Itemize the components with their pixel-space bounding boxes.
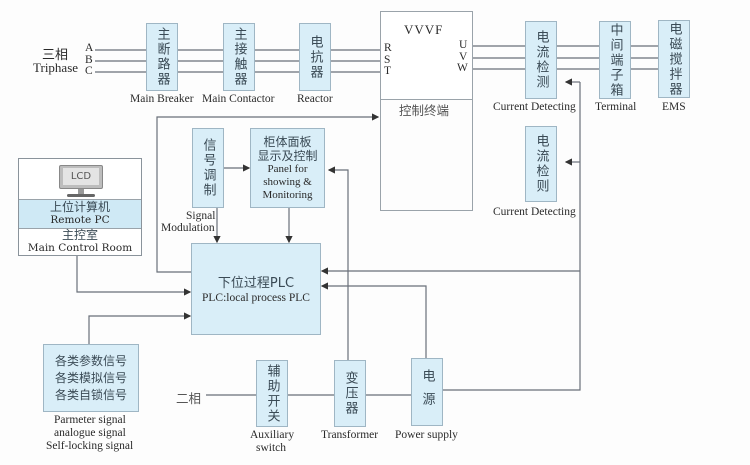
lcd-monitor-icon: LCD (59, 165, 103, 199)
main-control-room-cn: 主控室 (61, 228, 98, 242)
main-breaker-cn: 主断路器 (154, 27, 170, 87)
remote-pc-cn: 上位计算机 (49, 200, 110, 214)
signals-en-2: analogue signal (54, 427, 126, 439)
phase-c-label: C (85, 65, 93, 77)
plc-box: 下位过程PLC PLC:local process PLC (191, 243, 321, 335)
remote-pc-en: Remote PC (50, 214, 110, 226)
vvvf-output-u: U (459, 39, 468, 51)
ems-cn: 电磁搅拌器 (666, 21, 682, 97)
current-detecting-2-cn: 电流检则 (533, 134, 549, 194)
auxiliary-switch-cn: 辅助开关 (264, 363, 280, 424)
signal-modulation-label-2: Modulation (161, 222, 215, 234)
wire-transformer-to-panel (327, 166, 349, 362)
current-detecting-1-box: 电流检测 (525, 21, 557, 99)
signals-box: 各类参数信号 各类模拟信号 各类自锁信号 (43, 344, 139, 412)
vvvf-input-s: S (384, 54, 391, 66)
vvvf-title: VVVF (404, 22, 444, 37)
auxiliary-switch-box: 辅助开关 (256, 360, 288, 427)
reactor-label: Reactor (297, 93, 333, 105)
signal-modulation-label-1: Signal (186, 210, 216, 222)
current-detecting-2-box: 电流检则 (525, 126, 557, 202)
signals-cn-1: 各类参数信号 (54, 353, 127, 368)
two-phase-label: 二相 (176, 391, 202, 406)
panel-en-2: showing & (263, 175, 312, 188)
auxiliary-switch-label-2: switch (256, 442, 287, 454)
terminal-box: 中间端子箱 (599, 21, 631, 99)
panel-cn-2: 显示及控制 (257, 148, 318, 163)
auxiliary-switch-label-1: Auxiliary (250, 429, 295, 441)
wire-plc-to-vvvf (156, 113, 380, 273)
vvvf-output-v: V (459, 51, 468, 63)
transformer-cn: 变压器 (342, 371, 358, 416)
wire-signals-to-plc (88, 312, 192, 344)
signals-en-1: Parmeter signal (54, 414, 126, 426)
signals-cn-2: 各类模拟信号 (54, 370, 127, 385)
main-contactor-label: Main Contactor (202, 93, 275, 105)
ems-label: EMS (662, 101, 686, 113)
main-contactor-cn: 主接触器 (231, 27, 247, 87)
main-breaker-label: Main Breaker (130, 93, 194, 105)
main-contactor-box: 主接触器 (223, 23, 255, 91)
vvvf-input-r: R (384, 42, 392, 54)
plc-cn: 下位过程PLC (217, 275, 295, 291)
wire-right-bus (443, 82, 581, 391)
vvvf-subtitle: 控制终端 (399, 103, 450, 118)
phase-a-label: A (85, 42, 94, 54)
phase-b-label: B (85, 54, 93, 66)
power-supply-cn: 电源 (419, 369, 435, 415)
power-supply-label: Power supply (395, 429, 458, 441)
vvvf-frame (380, 11, 473, 211)
wire-pc-to-plc (76, 256, 192, 296)
vvvf-input-t: T (384, 65, 392, 77)
input-label-en: Triphase (33, 60, 79, 75)
wire-power-to-plc (320, 282, 427, 362)
signals-cn-3: 各类自锁信号 (54, 387, 127, 402)
input-label-cn: 三相 (42, 48, 69, 63)
panel-box: 柜体面板 显示及控制 Panel for showing & Monitorin… (250, 128, 325, 208)
remote-pc-block: LCD 上位计算机 Remote PC 主控室 Main Control Roo… (18, 158, 142, 256)
current-detecting-2-label: Current Detecting (493, 206, 576, 218)
signal-modulation-cn: 信号调制 (200, 138, 216, 198)
transformer-box: 变压器 (334, 360, 366, 427)
ems-box: 电磁搅拌器 (658, 20, 690, 98)
remote-pc-band: 上位计算机 Remote PC (19, 199, 141, 229)
reactor-box: 电抗器 (299, 23, 331, 91)
current-detecting-1-cn: 电流检测 (533, 30, 549, 90)
main-control-room-en: Main Control Room (27, 242, 133, 254)
vvvf-output-w: W (457, 62, 468, 74)
current-detecting-1-label: Current Detecting (493, 101, 576, 113)
transformer-label: Transformer (321, 429, 379, 441)
reactor-cn: 电抗器 (307, 34, 323, 80)
signals-en-3: Self-locking signal (46, 440, 134, 452)
terminal-label: Terminal (595, 101, 637, 113)
power-supply-box: 电源 (411, 358, 443, 426)
panel-en-3: Monitoring (262, 188, 313, 201)
panel-en-1: Panel for (267, 162, 308, 175)
plc-en: PLC:local process PLC (202, 291, 310, 304)
terminal-cn: 中间端子箱 (607, 22, 623, 98)
panel-cn-1: 柜体面板 (263, 134, 312, 149)
lcd-screen-label: LCD (63, 168, 99, 185)
main-breaker-box: 主断路器 (146, 23, 178, 91)
signal-modulation-box: 信号调制 (192, 128, 224, 208)
